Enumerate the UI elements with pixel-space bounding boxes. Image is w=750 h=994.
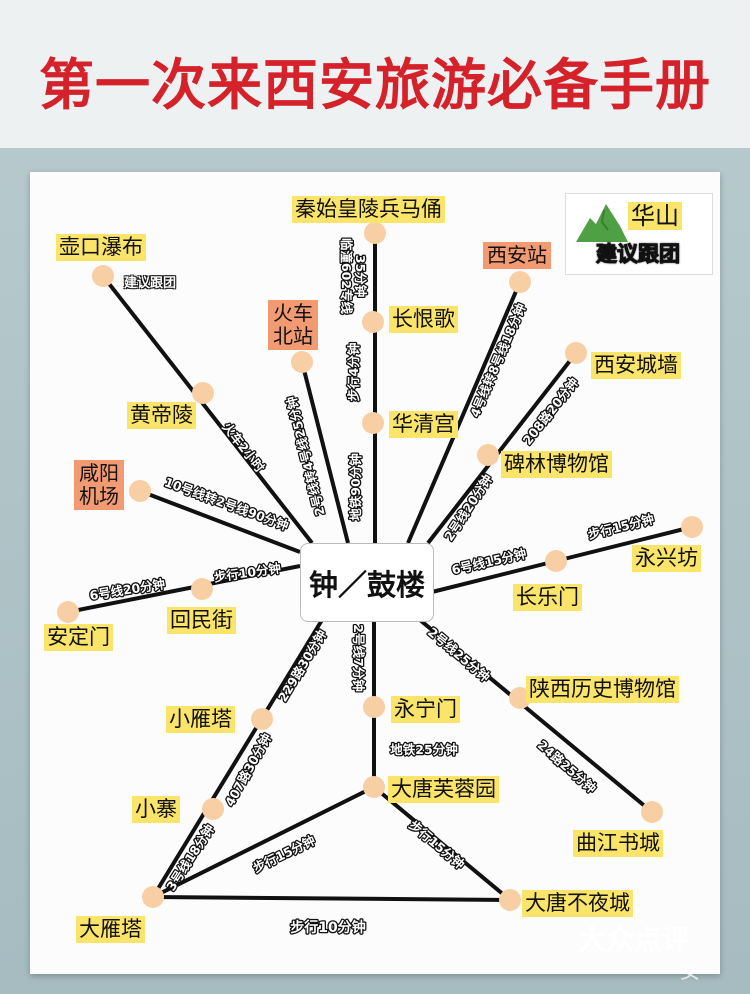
label-yongxingfang[interactable]: 永兴坊 bbox=[632, 545, 701, 572]
page-title: 第一次来西安旅游必备手册 bbox=[38, 53, 711, 117]
label-qujiang[interactable]: 曲江书城 bbox=[573, 830, 663, 857]
edge-label: 火车2小时 bbox=[220, 419, 268, 475]
dot-xiaozhai bbox=[202, 798, 224, 820]
edge-label: 229路30分钟 bbox=[275, 627, 330, 704]
edge-label: 步行10分钟 bbox=[213, 560, 282, 584]
dot-yongxingfang bbox=[681, 516, 703, 538]
line-hub-chengqiang bbox=[426, 351, 578, 545]
label-dayanta[interactable]: 大雁塔 bbox=[76, 916, 145, 943]
dot-yongningmen bbox=[363, 696, 385, 718]
label-beilin[interactable]: 碑林博物馆 bbox=[501, 451, 612, 478]
line-triangle bbox=[152, 784, 516, 903]
dot-huochebeizhan bbox=[291, 351, 313, 373]
hukou-note: 建议跟团 bbox=[124, 276, 177, 291]
dot-shaanxi-museum bbox=[509, 687, 531, 709]
label-huaqinggong[interactable]: 华清宫 bbox=[389, 411, 458, 438]
edge-label: 4号线转8号线18分钟 bbox=[467, 301, 529, 419]
line-hub-xianzhan bbox=[406, 281, 522, 544]
dot-xiaoyanta bbox=[251, 708, 273, 730]
line-hub-hukou bbox=[101, 274, 314, 545]
dot-bingmayong bbox=[364, 222, 386, 244]
dot-dayanta bbox=[142, 886, 164, 908]
watermark-brand: 大众点评 bbox=[578, 923, 691, 956]
label-xianzhan[interactable]: 西安站 bbox=[483, 242, 551, 269]
dot-budeyecheng bbox=[499, 889, 521, 911]
dot-furongyuan bbox=[363, 776, 385, 798]
label-bingmayong[interactable]: 秦始皇陵兵马俑 bbox=[292, 196, 445, 223]
label-changhenge[interactable]: 长恨歌 bbox=[389, 306, 458, 333]
edge-label: 2号线7分钟 bbox=[351, 624, 366, 691]
line-hub-andingmen bbox=[67, 564, 301, 614]
label-chengqiang[interactable]: 西安城墙 bbox=[591, 352, 681, 379]
dot-chengqiang bbox=[565, 342, 587, 364]
label-huiminjie[interactable]: 回民街 bbox=[167, 607, 236, 634]
dot-huiminjie bbox=[191, 578, 213, 600]
edge-label: 步行15分钟 bbox=[406, 817, 467, 872]
line-hub-xianyang bbox=[139, 489, 301, 554]
edge-label: 步行10分钟 bbox=[290, 919, 365, 936]
dot-xianyang bbox=[129, 480, 151, 502]
label-huangdiling[interactable]: 黄帝陵 bbox=[127, 402, 196, 429]
edge-label: 地铁90分钟 bbox=[348, 453, 363, 520]
watermark-user: 女 bbox=[680, 959, 700, 983]
mountain-icon bbox=[576, 204, 628, 242]
hub-bell-drum-tower[interactable]: 钟／鼓楼 bbox=[300, 543, 434, 622]
label-budeyecheng[interactable]: 大唐不夜城 bbox=[522, 890, 633, 917]
label-changlemen[interactable]: 长乐门 bbox=[513, 584, 582, 611]
dot-hukou bbox=[92, 265, 114, 287]
dot-qujiang bbox=[641, 801, 663, 823]
dot-andingmen bbox=[57, 601, 79, 623]
dot-huaqinggong bbox=[362, 412, 384, 434]
label-yongningmen[interactable]: 永宁门 bbox=[391, 696, 460, 723]
dot-huangdiling bbox=[192, 382, 214, 404]
header-band bbox=[0, 0, 750, 148]
dot-xianzhan bbox=[509, 271, 531, 293]
label-xiaozhai[interactable]: 小寨 bbox=[132, 796, 180, 823]
edge-label: 2号线25分钟 bbox=[425, 624, 493, 684]
edge-label: 地铁25分钟 bbox=[390, 742, 457, 757]
edge-label: 35分钟 bbox=[353, 255, 368, 297]
edge-label: 临潼602专线 bbox=[339, 238, 354, 315]
line-hub-huochebeizhan bbox=[300, 361, 350, 544]
edge-label: 24路25分钟 bbox=[535, 737, 599, 796]
label-hukou[interactable]: 壶口瀑布 bbox=[56, 234, 146, 261]
edge-label: 步行4分钟 bbox=[346, 343, 361, 402]
huashan-card[interactable]: 华山 建议跟团 bbox=[565, 193, 713, 275]
edge-label: 步行15分钟 bbox=[250, 832, 317, 875]
label-shaanxi-museum[interactable]: 陕西历史博物馆 bbox=[526, 676, 679, 703]
label-huochebeizhan[interactable]: 火车北站 bbox=[268, 300, 318, 350]
line-hub-qujiang bbox=[418, 618, 654, 814]
dot-changhenge bbox=[362, 311, 384, 333]
dot-beilin bbox=[477, 444, 499, 466]
dot-changlemen bbox=[545, 550, 567, 572]
huashan-note: 建议跟团 bbox=[596, 242, 681, 267]
line-hub-dayanta bbox=[151, 618, 324, 899]
label-xianyang[interactable]: 咸阳机场 bbox=[74, 460, 124, 510]
label-furongyuan[interactable]: 大唐芙蓉园 bbox=[388, 776, 499, 803]
label-xiaoyanta[interactable]: 小雁塔 bbox=[166, 706, 235, 733]
edge-label: 2号线20分钟 bbox=[441, 472, 495, 544]
huashan-name: 华山 bbox=[628, 202, 682, 230]
node-dots bbox=[57, 222, 703, 911]
label-andingmen[interactable]: 安定门 bbox=[44, 624, 113, 651]
edge-label: 2号线转4号线25分钟 bbox=[284, 395, 328, 517]
